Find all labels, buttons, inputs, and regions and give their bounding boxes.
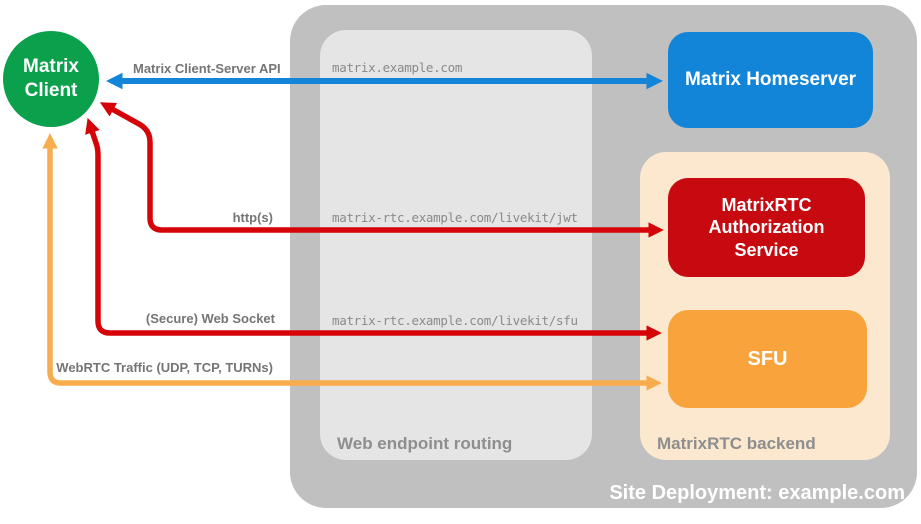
matrixrtc-backend-label: MatrixRTC backend — [657, 434, 816, 453]
sfu-node: SFU — [668, 310, 867, 408]
matrix-client-label: Matrix Client — [23, 56, 79, 101]
route-livekit-jwt: matrix-rtc.example.com/livekit/jwt — [332, 210, 578, 225]
webrtc-traffic-arrow-label: WebRTC Traffic (UDP, TCP, TURNs) — [56, 360, 273, 375]
matrixrtc-authorization-service-label: MatrixRTC Authorization Service — [708, 194, 825, 260]
route-livekit-sfu: matrix-rtc.example.com/livekit/sfu — [332, 313, 578, 328]
sfu-label: SFU — [747, 347, 788, 370]
matrix-homeserver-node: Matrix Homeserver — [668, 32, 873, 128]
web-endpoint-routing-container — [320, 30, 592, 460]
matrixrtc-authorization-service-node: MatrixRTC Authorization Service — [668, 178, 865, 277]
site-deployment-label: Site Deployment: example.com — [609, 482, 905, 504]
matrix-homeserver-label: Matrix Homeserver — [684, 69, 857, 90]
route-matrix-homeserver: matrix.example.com — [332, 60, 463, 75]
https-arrow-label: http(s) — [232, 210, 273, 225]
matrix-client-node: Matrix Client — [3, 31, 99, 127]
web-endpoint-routing-label: Web endpoint routing — [337, 434, 513, 453]
client-server-api-arrow-label: Matrix Client-Server API — [133, 61, 281, 76]
websocket-arrow-label: (Secure) Web Socket — [145, 311, 275, 326]
